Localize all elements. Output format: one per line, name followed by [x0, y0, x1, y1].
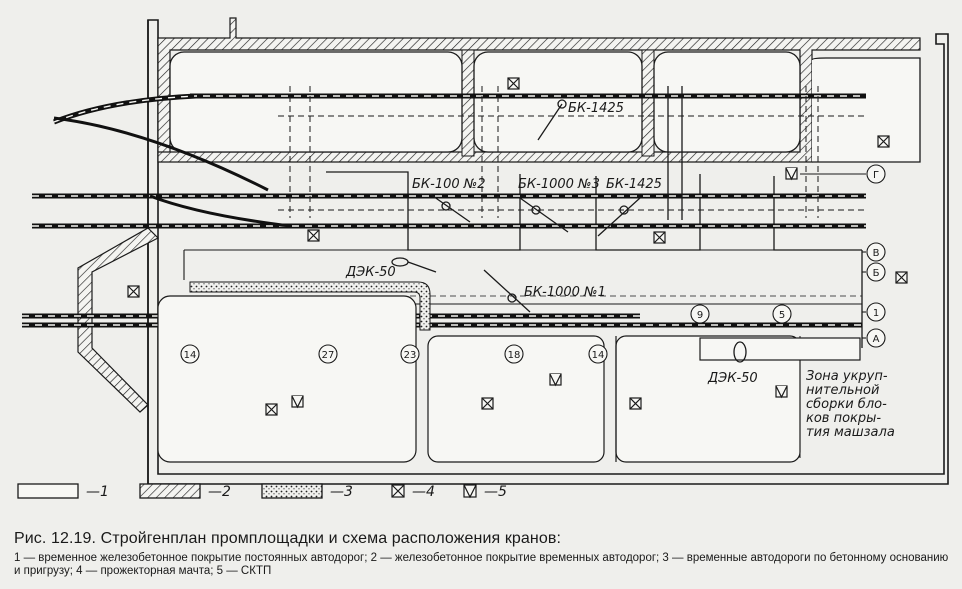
svg-text:1: 1 [100, 484, 109, 500]
svg-text:2: 2 [222, 484, 231, 500]
svg-text:—: — [330, 484, 344, 500]
axis-marker-label: Г [873, 170, 879, 181]
crane-label: БК-1000 №1 [524, 285, 606, 300]
axis-markers [800, 164, 886, 348]
temporary-road-concrete [189, 281, 431, 331]
axis-marker-label: А [873, 334, 880, 345]
column-marker-label: 27 [322, 350, 335, 361]
column-marker-label: 23 [404, 350, 417, 361]
svg-text:ков покры-: ков покры- [806, 411, 881, 426]
site-plan-diagram: БК-1425 БК-100 №2 БК-1000 №3 БК-1425 ДЭК… [17, 17, 949, 500]
figure-caption: Рис. 12.19. Стройгенплан промплощадки и … [14, 530, 954, 578]
axis-marker-label: 5 [779, 310, 785, 321]
axis-marker-label: 9 [697, 310, 703, 321]
column-marker-label: 18 [508, 350, 521, 361]
svg-text:—: — [484, 484, 498, 500]
floodlight-masts [127, 77, 908, 416]
svg-text:Зона укруп-: Зона укруп- [806, 369, 888, 384]
column-markers [180, 344, 608, 364]
svg-text:5: 5 [498, 484, 507, 500]
crane-rails [278, 86, 866, 218]
crane-label: ДЭК-50 [707, 371, 758, 386]
crane-label: БК-1000 №3 [518, 177, 600, 192]
column-marker-label: 14 [592, 350, 605, 361]
crane-label: БК-100 №2 [412, 177, 486, 192]
svg-text:—: — [412, 484, 426, 500]
caption-title: Рис. 12.19. Стройгенплан промплощадки и … [14, 530, 562, 547]
svg-text:тия машзала: тия машзала [806, 425, 895, 440]
crane-symbols [391, 99, 747, 363]
crane-label: БК-1425 [606, 177, 662, 192]
caption-legend: 1 — временное железобетонное покрытие по… [14, 552, 949, 577]
temporary-road-left [77, 227, 160, 413]
svg-text:—: — [208, 484, 222, 500]
transformer-substations [291, 167, 798, 409]
crane-label: БК-1425 [568, 101, 624, 116]
column-marker-label: 14 [184, 350, 197, 361]
railway-tracks [22, 93, 866, 328]
svg-text:3: 3 [344, 484, 353, 500]
legend: — 1 — 2 — 3 — 4 — 5 [17, 483, 507, 500]
svg-text:нительной: нительной [806, 383, 879, 398]
assembly-zone-label: Зона укруп- нительной сборки бло- ков по… [806, 369, 895, 440]
svg-text:—: — [86, 484, 100, 500]
svg-text:сборки бло-: сборки бло- [806, 397, 887, 412]
axis-marker-label: Б [873, 268, 880, 279]
crane-label: ДЭК-50 [345, 265, 396, 280]
axis-marker-label: В [873, 248, 880, 259]
svg-text:4: 4 [426, 484, 435, 500]
axis-marker-label: 1 [873, 308, 879, 319]
